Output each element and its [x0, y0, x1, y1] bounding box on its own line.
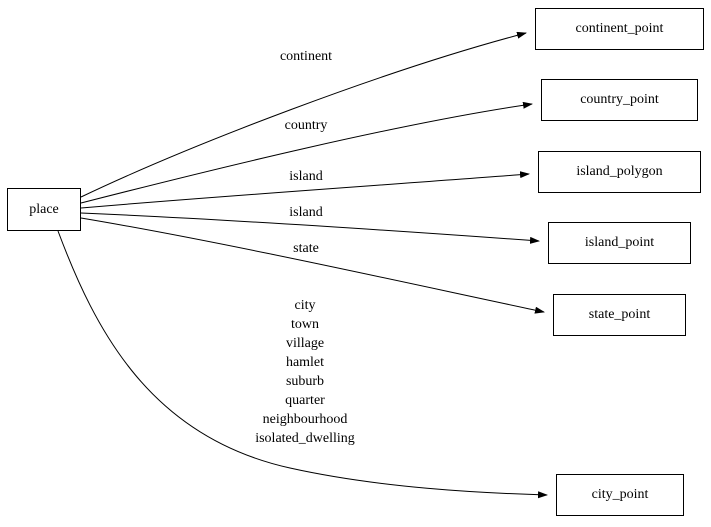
- edge-label-line-quarter: quarter: [285, 393, 325, 408]
- edge-place-island-polygon: [80, 171, 530, 209]
- node-city-point-label: city_point: [591, 487, 649, 502]
- edge-label-continent: continent: [279, 49, 333, 64]
- node-country-point-label: country_point: [580, 92, 659, 107]
- edge-label-island-point: island: [289, 205, 323, 220]
- node-country-point: country_point: [541, 79, 698, 121]
- edge-label-line-city: city: [294, 298, 316, 313]
- node-city-point: city_point: [556, 474, 684, 516]
- edge-label-state: state: [293, 241, 319, 256]
- edge-place-continent-point: [80, 31, 527, 198]
- edge-label-line-isolated-dwelling: isolated_dwelling: [255, 431, 355, 446]
- edge-label-city-point-group: city town village hamlet suburb quarter …: [225, 296, 385, 448]
- edge-place-country-point: [80, 101, 533, 204]
- node-continent-point: continent_point: [535, 8, 704, 50]
- node-place: place: [7, 188, 81, 231]
- edge-place-island-point: [80, 212, 540, 244]
- edge-place-city-point: [57, 230, 548, 499]
- node-island-point: island_point: [548, 222, 691, 264]
- edge-label-country: country: [284, 118, 328, 133]
- node-continent-point-label: continent_point: [575, 21, 664, 36]
- edge-label-line-village: village: [285, 336, 325, 351]
- node-state-point-label: state_point: [588, 307, 651, 322]
- edge-label-line-neighbourhood: neighbourhood: [262, 412, 348, 427]
- edge-label-island-polygon: island: [289, 169, 323, 184]
- node-island-polygon: island_polygon: [538, 151, 701, 193]
- node-island-point-label: island_point: [584, 235, 655, 250]
- edge-label-line-suburb: suburb: [285, 374, 325, 389]
- edge-label-line-hamlet: hamlet: [285, 355, 325, 370]
- node-island-polygon-label: island_polygon: [576, 164, 663, 179]
- edge-place-state-point: [80, 217, 545, 314]
- node-state-point: state_point: [553, 294, 686, 336]
- node-place-label: place: [29, 201, 59, 217]
- edge-label-line-town: town: [291, 317, 319, 332]
